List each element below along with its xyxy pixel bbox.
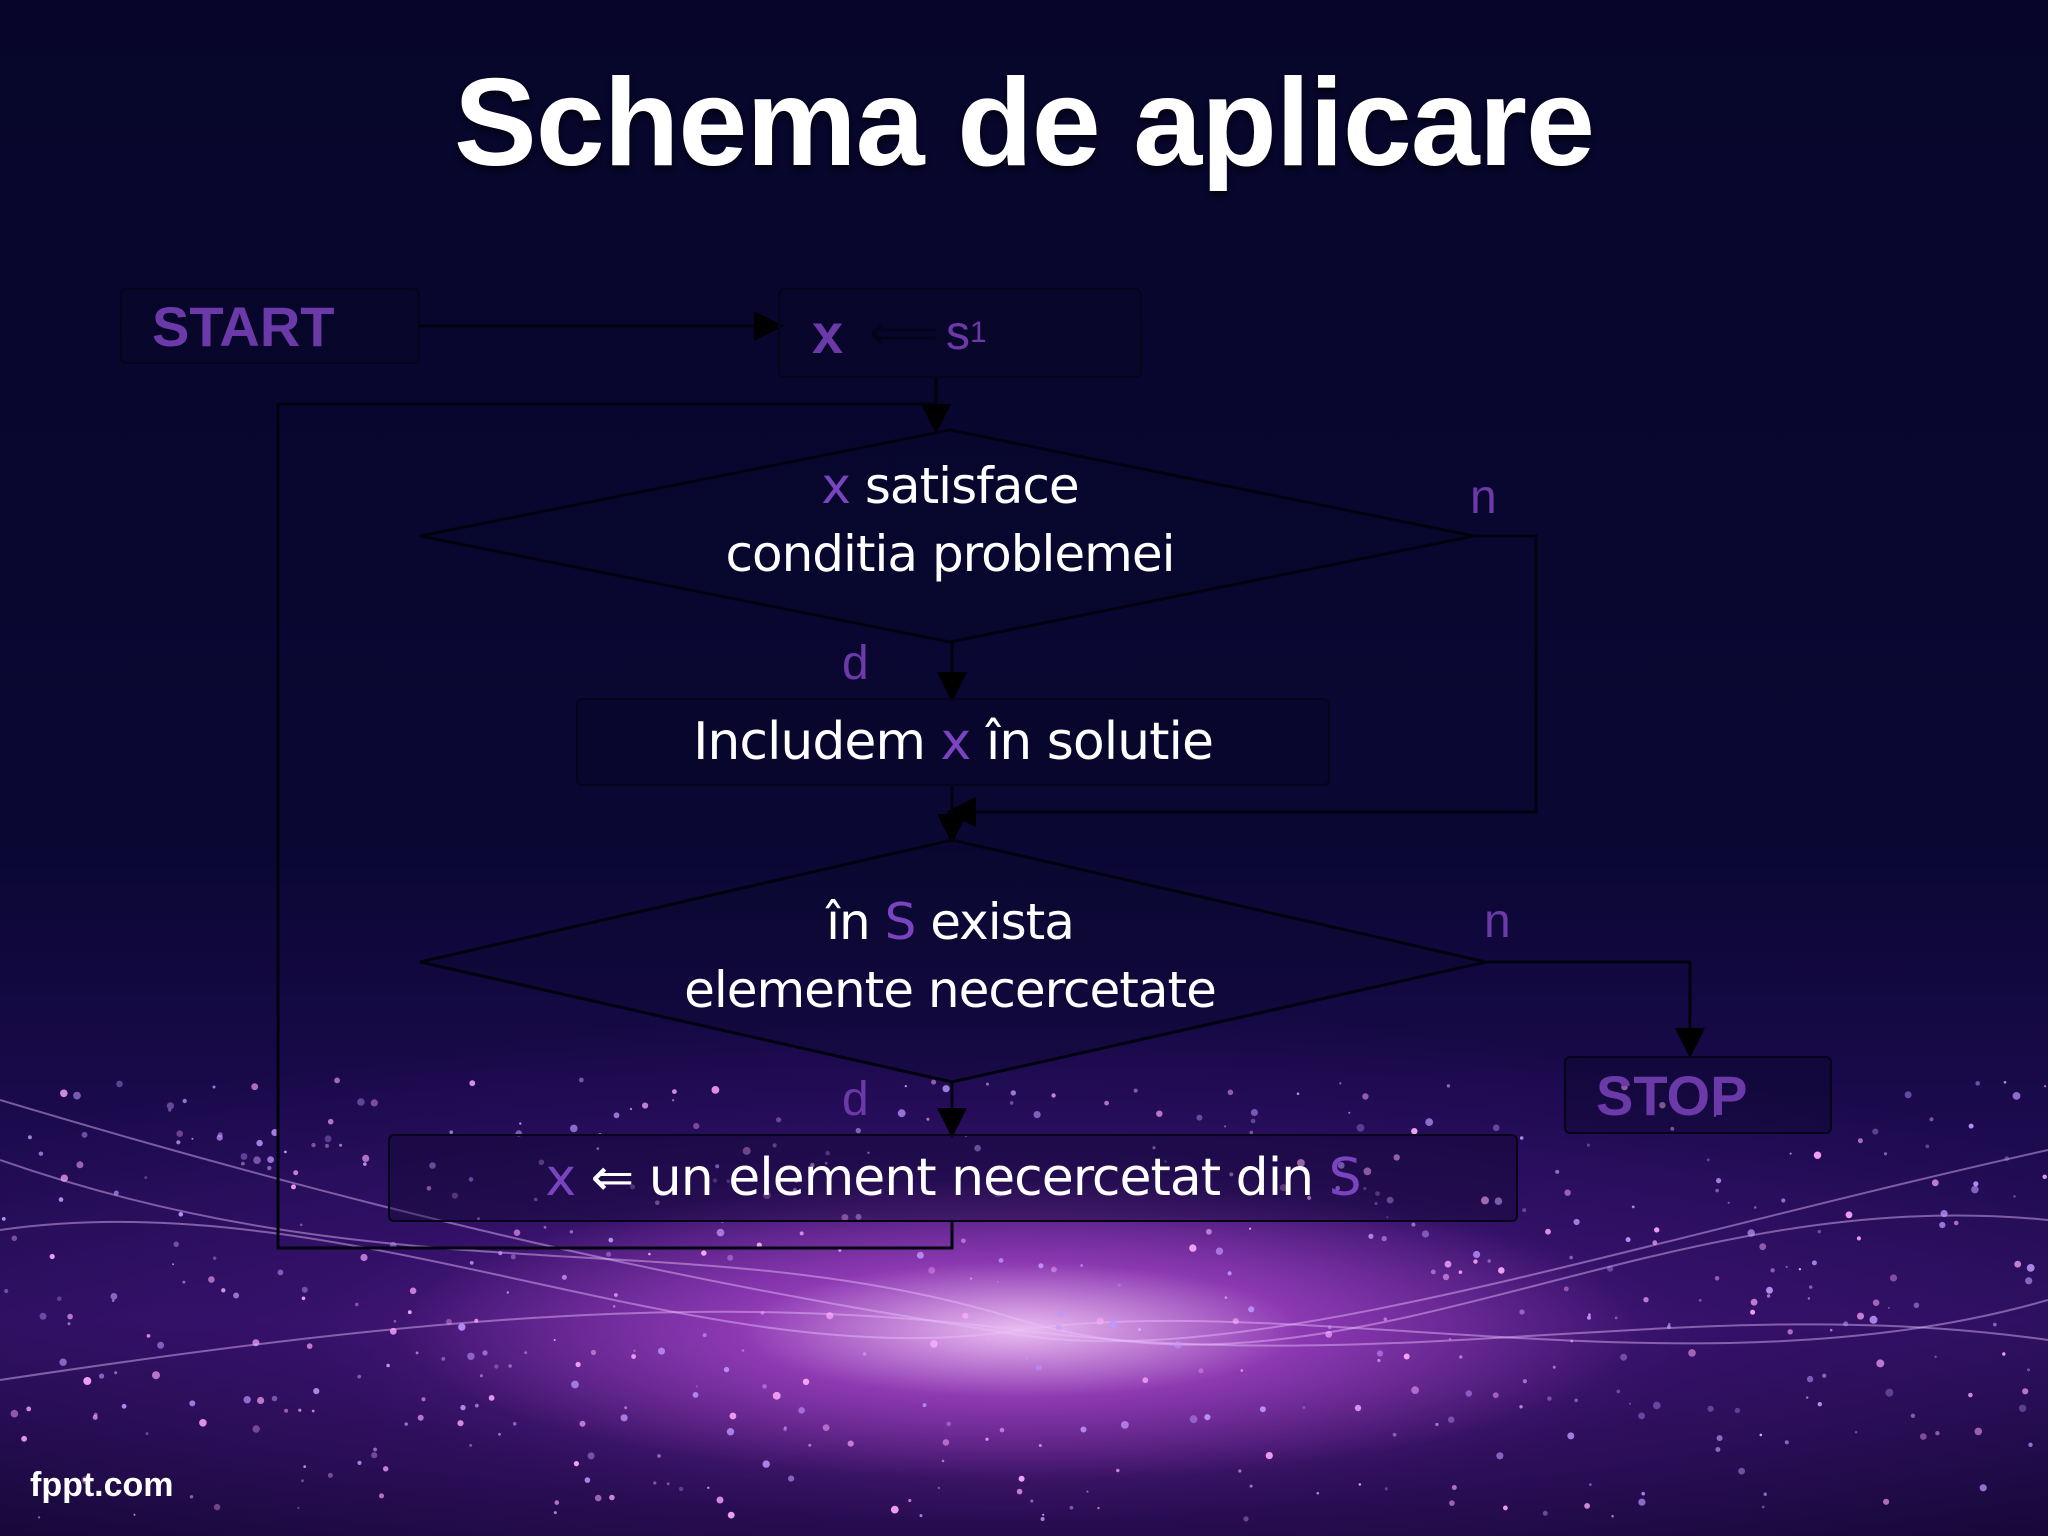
stop-node: STOP: [1564, 1056, 1832, 1134]
cond2-no-label: n: [1484, 895, 1511, 948]
assign-arrow-icon: ⟸: [869, 305, 938, 361]
decision-diamond-1: [419, 428, 1475, 644]
init-subscript: 1: [969, 316, 987, 349]
next-middle: un element necercetat din: [648, 1148, 1329, 1208]
condition-1-var: x: [821, 457, 851, 515]
next-arrow-icon: ⇐: [575, 1148, 649, 1208]
include-var: x: [940, 712, 972, 772]
start-label: START: [152, 294, 335, 358]
init-var: x: [812, 301, 844, 365]
condition-2-pre: în: [826, 893, 885, 951]
include-after: în solutie: [970, 712, 1214, 772]
next-element-node: x ⇐ un element necercetat din S: [388, 1134, 1518, 1222]
condition-2-line2: elemente necercetate: [684, 961, 1217, 1019]
condition-2-post: exista: [915, 893, 1075, 951]
edge-loop-back: [276, 402, 954, 1250]
condition-1-text: x satisface conditia problemei: [600, 452, 1300, 588]
next-var: x: [545, 1148, 576, 1208]
condition-2-text: în S exista elemente necercetate: [600, 888, 1300, 1024]
watermark-text: fppt.com: [30, 1466, 174, 1504]
condition-1-line2: conditia problemei: [725, 525, 1176, 583]
edge-cond2-no: [1486, 960, 1705, 1058]
cond1-yes-label: d: [842, 637, 869, 690]
next-set: S: [1328, 1148, 1362, 1208]
start-node: START: [120, 288, 420, 364]
slide-title: Schema de aplicare: [454, 54, 1595, 192]
condition-1-line1: satisface: [849, 457, 1080, 515]
include-text: Includem x în solutie: [693, 712, 1214, 772]
next-element-text: x ⇐ un element necercetat din S: [545, 1148, 1362, 1208]
condition-2-set: S: [884, 893, 917, 951]
include-before: Includem: [693, 712, 941, 772]
cond1-no-label: n: [1470, 471, 1497, 524]
edge-cond1-no: [946, 534, 1538, 827]
cond2-yes-label: d: [842, 1073, 869, 1126]
stop-label: STOP: [1596, 1063, 1748, 1127]
include-node: Includem x în solutie: [576, 698, 1330, 786]
init-set: s: [945, 306, 970, 360]
